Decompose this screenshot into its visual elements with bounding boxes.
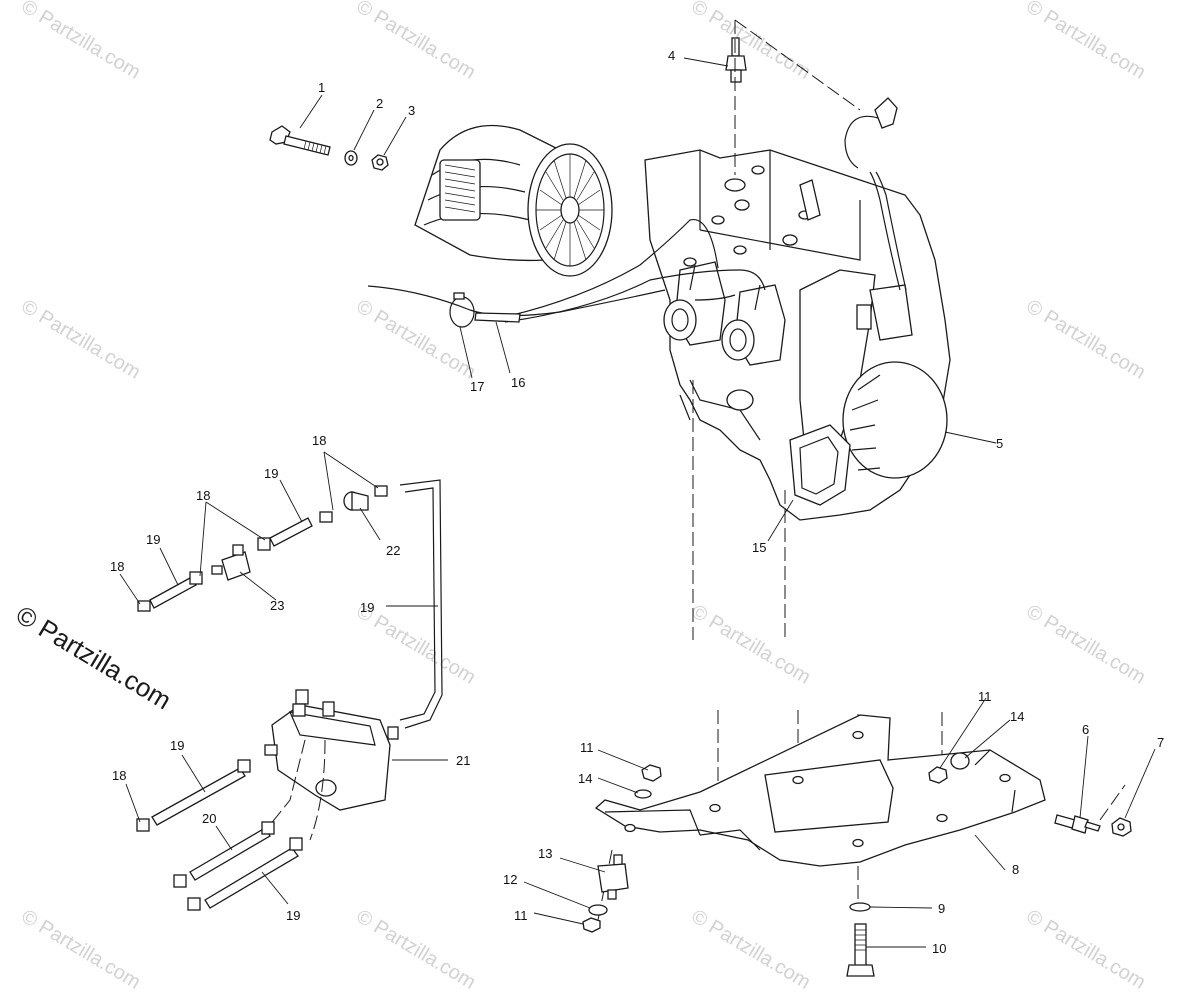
clamp-18 <box>319 511 333 523</box>
watermark: © Partzilla.com <box>1022 600 1149 688</box>
callout-11: 11 <box>978 689 992 704</box>
bolt-part <box>269 125 331 156</box>
watermark: © Partzilla.com <box>687 0 814 84</box>
stud-6 <box>1054 814 1101 834</box>
hose-route-dash <box>269 739 306 826</box>
callout-18: 18 <box>112 768 126 783</box>
washer-14-left <box>634 789 652 799</box>
callout-19: 19 <box>264 466 278 481</box>
watermark: © Partzilla.com <box>17 295 144 383</box>
callout-23: 23 <box>270 598 284 613</box>
watermark: © Partzilla.com <box>687 905 814 993</box>
callout-19: 19 <box>170 738 184 753</box>
nut-7 <box>1111 817 1132 837</box>
engine-mount-plate <box>594 714 1046 867</box>
watermark: © Partzilla.com <box>352 295 479 383</box>
watermark: © Partzilla.com <box>352 905 479 993</box>
engine-block <box>644 149 951 521</box>
hardware-11-right <box>928 766 948 784</box>
washer-9 <box>849 902 871 912</box>
fuel-line-19-vertical <box>399 487 436 721</box>
fitting-22 <box>343 491 369 511</box>
washer-14-right <box>950 752 970 770</box>
callout-9: 9 <box>938 901 945 916</box>
callout-7: 7 <box>1157 735 1164 750</box>
plug-wire <box>844 97 907 291</box>
cable-clamp <box>449 292 475 328</box>
callout-18: 18 <box>312 433 326 448</box>
callout-17: 17 <box>470 379 484 394</box>
fuel-hose <box>499 219 719 319</box>
hose-route-dash <box>309 739 326 841</box>
hardware-11-upper <box>641 764 662 782</box>
watermark: © Partzilla.com <box>1022 905 1149 993</box>
callout-13: 13 <box>538 846 552 861</box>
washer-part <box>344 150 358 166</box>
callout-5: 5 <box>996 436 1003 451</box>
fuel-line-19-upper <box>257 517 313 551</box>
watermark: © Partzilla.com <box>1022 295 1149 383</box>
drive-clutch <box>414 124 613 277</box>
fuel-line-19-lower <box>187 837 303 911</box>
callout-10: 10 <box>932 941 946 956</box>
washer-12 <box>588 904 608 916</box>
callout-14: 14 <box>578 771 592 786</box>
watermark: © Partzilla.com <box>1022 0 1149 84</box>
callout-labels: 1 2 3 4 5 6 7 8 9 10 11 11 11 12 13 14 1… <box>110 48 1164 956</box>
callout-3: 3 <box>408 103 415 118</box>
callout-11: 11 <box>580 740 594 755</box>
throttle-cable <box>367 285 666 317</box>
callout-12: 12 <box>503 872 517 887</box>
callout-16: 16 <box>511 375 525 390</box>
callout-21: 21 <box>456 753 470 768</box>
fuel-hose <box>504 269 766 323</box>
leader-lines <box>119 57 1156 948</box>
nut-part <box>371 154 389 171</box>
callout-20: 20 <box>202 811 216 826</box>
fuel-pump <box>264 689 399 811</box>
fuel-line-20 <box>173 821 275 888</box>
watermark: © Partzilla.com <box>687 600 814 688</box>
rubber-mount-13 <box>597 854 629 900</box>
callout-22: 22 <box>386 543 400 558</box>
callout-14: 14 <box>1010 709 1024 724</box>
callout-8: 8 <box>1012 862 1019 877</box>
callout-18: 18 <box>196 488 210 503</box>
watermark: © Partzilla.com <box>17 0 144 84</box>
callout-11: 11 <box>514 908 528 923</box>
bolt-10 <box>846 923 875 977</box>
fuel-line-19-vertical <box>399 479 443 729</box>
hardware-11-lower <box>582 917 601 933</box>
callout-6: 6 <box>1082 722 1089 737</box>
callout-18: 18 <box>110 559 124 574</box>
callout-19: 19 <box>146 532 160 547</box>
watermark: © Partzilla.com <box>17 905 144 993</box>
callout-15: 15 <box>752 540 766 555</box>
pulse-line <box>694 294 736 301</box>
fuel-line-19-pump <box>136 759 251 832</box>
fuel-line-19-left <box>137 571 203 612</box>
tee-fitting-23 <box>211 544 251 581</box>
callout-1: 1 <box>318 80 325 95</box>
callout-19: 19 <box>360 600 374 615</box>
watermark: © Partzilla.com <box>352 0 479 84</box>
callout-19: 19 <box>286 908 300 923</box>
cable-sleeve <box>474 312 521 323</box>
callout-4: 4 <box>668 48 675 63</box>
clamp-18 <box>374 485 388 497</box>
centerlines <box>595 19 1126 931</box>
partzilla-watermark: © Partzilla.com <box>11 599 177 715</box>
callout-2: 2 <box>376 96 383 111</box>
